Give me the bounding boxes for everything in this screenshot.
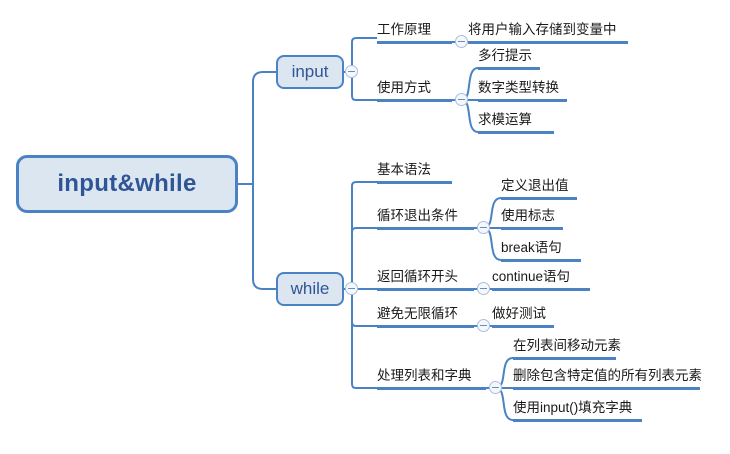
topic-break-statement[interactable]: break语句 [501, 240, 581, 262]
collapse-toggle-return-to-loop-start-icon[interactable] [477, 282, 490, 295]
topic-numeric-type-conversion[interactable]: 数字类型转换 [478, 80, 567, 102]
topic-remove-all-list-items-with-value[interactable]: 删除包含特定值的所有列表元素 [513, 368, 702, 390]
branch-node-input[interactable]: input [276, 55, 344, 89]
topic-usage[interactable]: 使用方式 [377, 80, 452, 102]
root-node[interactable]: input&while [16, 155, 238, 213]
topic-do-good-testing[interactable]: 做好测试 [492, 306, 554, 328]
root-node-label: input&while [57, 170, 197, 197]
topic-return-to-loop-start[interactable]: 返回循环开头 [377, 269, 474, 291]
collapse-toggle-avoid-infinite-loop-icon[interactable] [477, 319, 490, 332]
topic-fill-dict-using-input[interactable]: 使用input()填充字典 [513, 400, 642, 422]
topic-use-flag[interactable]: 使用标志 [501, 208, 563, 230]
collapse-toggle-input-icon[interactable] [345, 65, 358, 78]
collapse-toggle-loop-exit-condition-icon[interactable] [477, 221, 490, 234]
collapse-toggle-usage-icon[interactable] [455, 93, 468, 106]
topic-define-exit-value[interactable]: 定义退出值 [501, 178, 577, 200]
branch-node-while[interactable]: while [276, 272, 344, 306]
topic-multiline-prompt[interactable]: 多行提示 [478, 48, 540, 70]
topic-handle-lists-and-dicts[interactable]: 处理列表和字典 [377, 368, 486, 390]
topic-modulo-operation[interactable]: 求模运算 [478, 112, 554, 134]
topic-avoid-infinite-loop[interactable]: 避免无限循环 [377, 306, 474, 328]
collapse-toggle-while-icon[interactable] [345, 282, 358, 295]
topic-move-elements-between-lists[interactable]: 在列表间移动元素 [513, 338, 621, 360]
topic-continue-statement[interactable]: continue语句 [492, 269, 590, 291]
topic-working-principle[interactable]: 工作原理 [377, 22, 452, 44]
topic-store-input-to-variable[interactable]: 将用户输入存储到变量中 [468, 22, 628, 44]
collapse-toggle-working-principle-icon[interactable] [455, 35, 468, 48]
branch-node-while-label: while [290, 279, 330, 298]
topic-loop-exit-condition[interactable]: 循环退出条件 [377, 208, 474, 230]
branch-node-input-label: input [291, 62, 329, 81]
collapse-toggle-handle-lists-and-dicts-icon[interactable] [489, 381, 502, 394]
topic-basic-syntax[interactable]: 基本语法 [377, 162, 452, 184]
